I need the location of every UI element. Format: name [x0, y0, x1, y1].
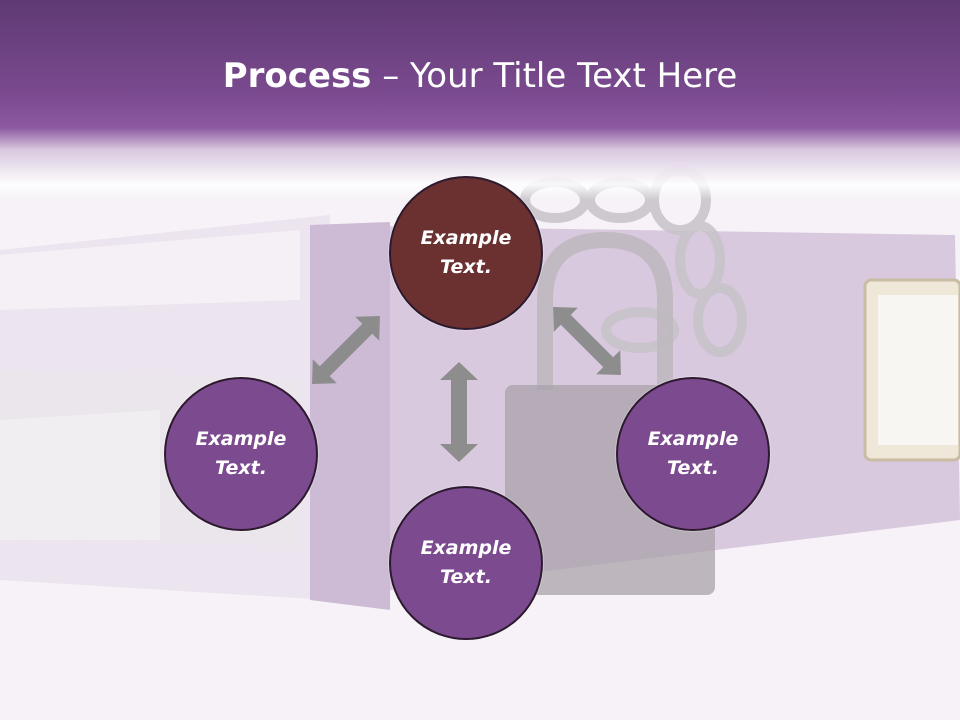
cycle-node-right[interactable]: Example Text. [616, 377, 770, 531]
title-rest-part: – Your Title Text Here [371, 56, 738, 96]
cycle-node-left[interactable]: Example Text. [164, 377, 318, 531]
slide-title: Process – Your Title Text Here [0, 52, 960, 100]
cycle-node-top-text: Example Text. [420, 227, 512, 278]
title-bold-part: Process [222, 56, 372, 96]
cycle-node-top[interactable]: Example Text. [389, 176, 543, 330]
cycle-node-bottom-text: Example Text. [420, 537, 512, 588]
double-arrow-right-icon [553, 307, 621, 375]
double-arrow-left-icon [312, 316, 380, 384]
title-band [0, 0, 960, 200]
cycle-node-bottom[interactable]: Example Text. [389, 486, 543, 640]
cycle-node-right-text: Example Text. [647, 428, 739, 479]
double-arrow-vertical-icon [440, 362, 478, 462]
cycle-node-left-text: Example Text. [195, 428, 287, 479]
